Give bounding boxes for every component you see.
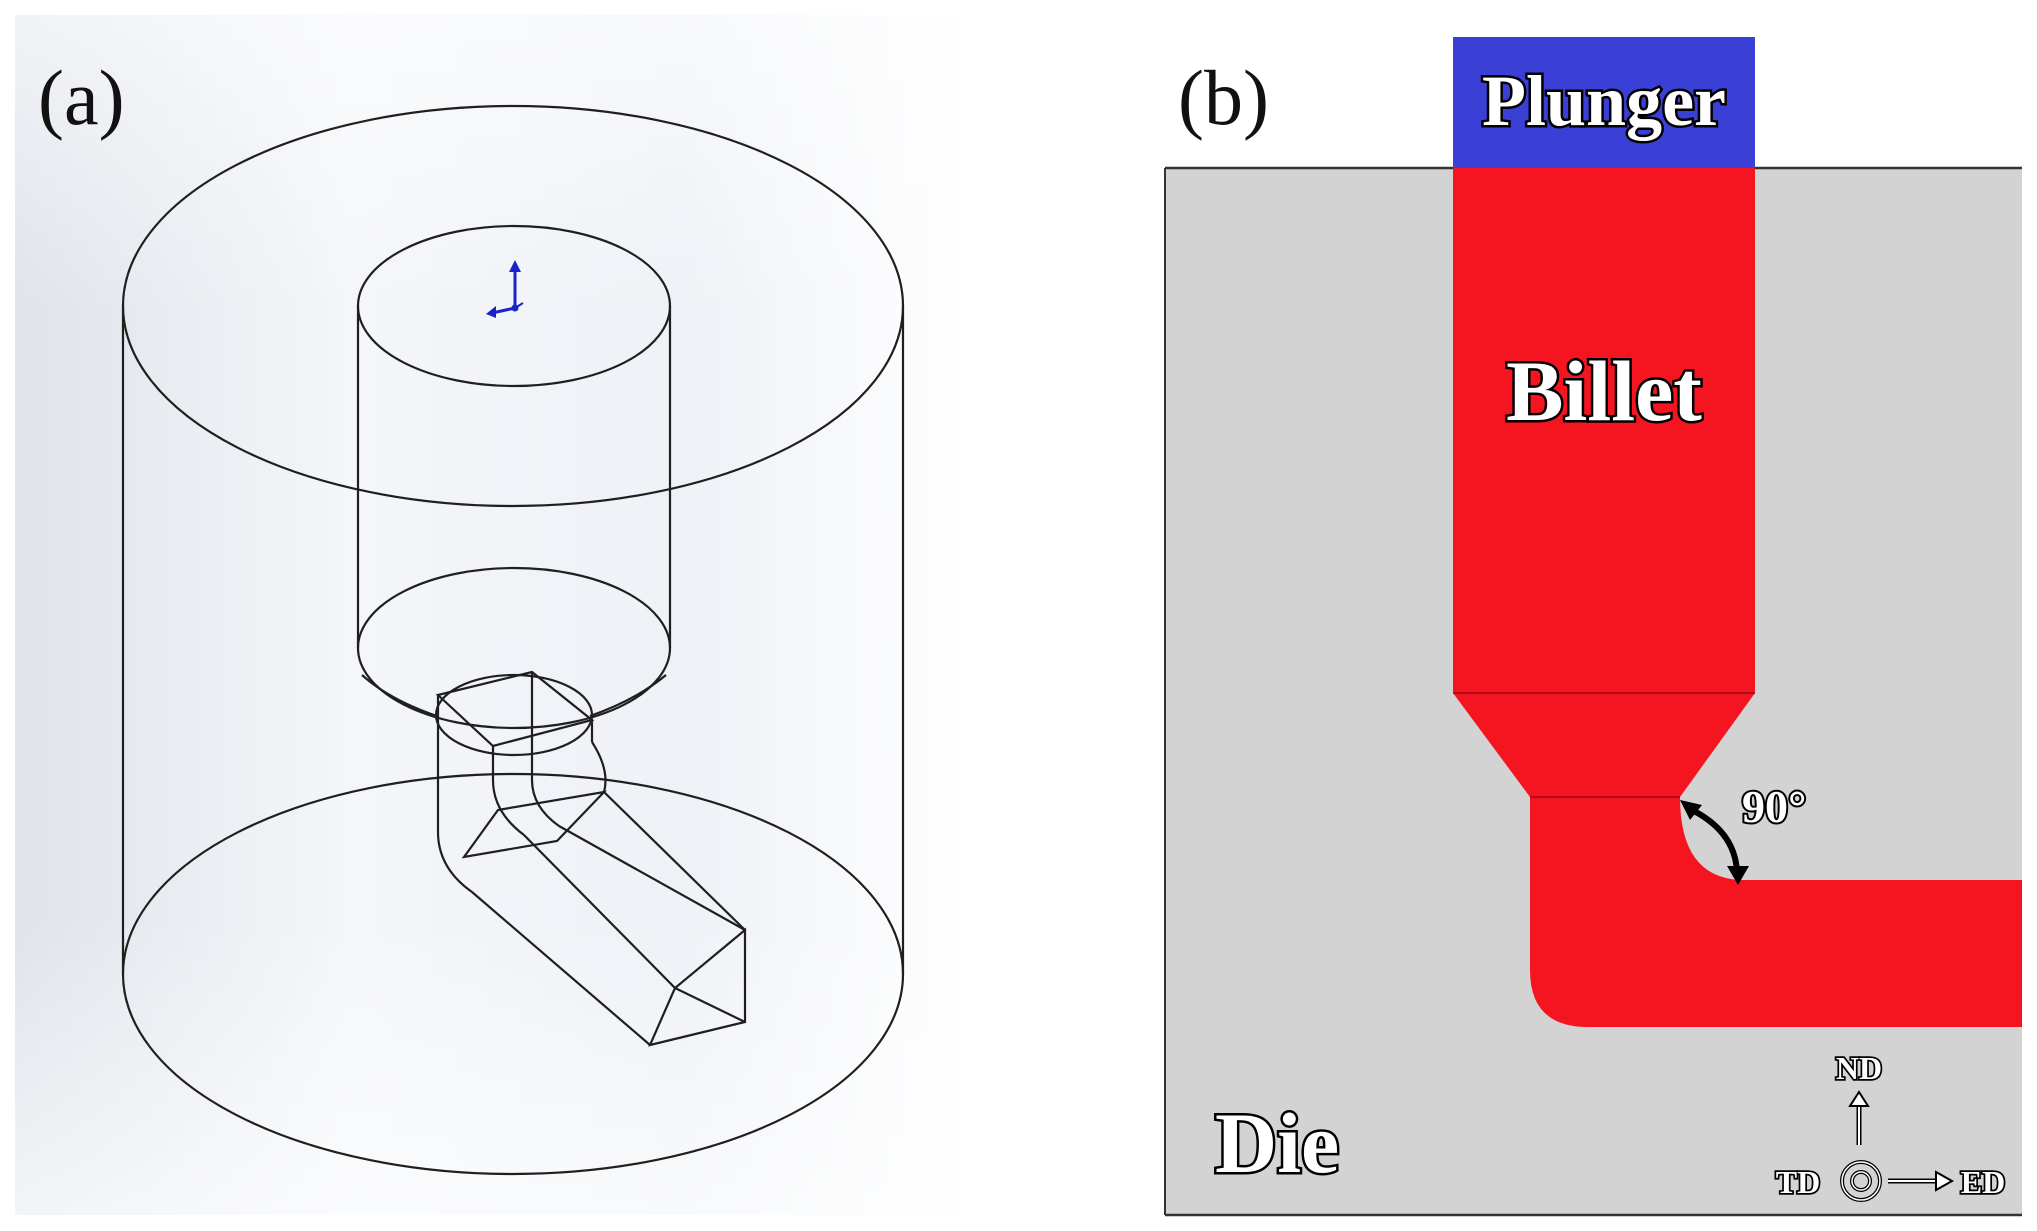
exit-channel-edge-3 [558,825,746,931]
xyz-triad-icon [486,260,524,318]
out-of-plane-circle-icon [1840,1160,1882,1202]
right-arrow-icon [1888,1170,1955,1192]
exit-circle-ellipse [434,673,594,757]
panel-b-label: (b) [1178,54,1269,141]
curved-double-arrow-icon [1680,800,1749,885]
panel-a-label: (a) [38,54,125,141]
plunger [1453,37,1755,168]
panel-a: (a) [15,15,970,1215]
panel-a-background-fade [15,15,970,1215]
plunger-label: Plunger [1482,61,1726,141]
exit-channel-edge-2 [523,834,676,989]
axes-indicator: ND TD ED [1774,1048,2007,1202]
taper-right-edge [589,674,667,718]
up-arrow-icon [1848,1090,1870,1145]
nd-axis-label: ND [1836,1050,1882,1086]
ed-axis-label: ED [1961,1164,2005,1200]
billet-label: Billet [1506,343,1702,439]
exit-channel-edge-4 [603,791,746,931]
channel-bend-edge-1 [436,831,473,893]
billet [1453,168,2022,1027]
die-wireframe [121,104,905,1176]
td-axis-label: TD [1776,1164,1820,1200]
exit-channel-end-diagonal [674,987,746,1023]
angle-label: 90° [1742,781,1806,832]
panel-b: Plunger Billet 90° Die ND TD [1164,37,2022,1217]
exit-channel-edge-1 [471,891,651,1046]
taper-left-edge [361,674,438,718]
channel-bend-edge-4 [591,741,607,793]
channel-bend-edge-3 [530,779,560,827]
exit-channel-end-face [648,927,747,1047]
die-label: Die [1215,1095,1339,1191]
